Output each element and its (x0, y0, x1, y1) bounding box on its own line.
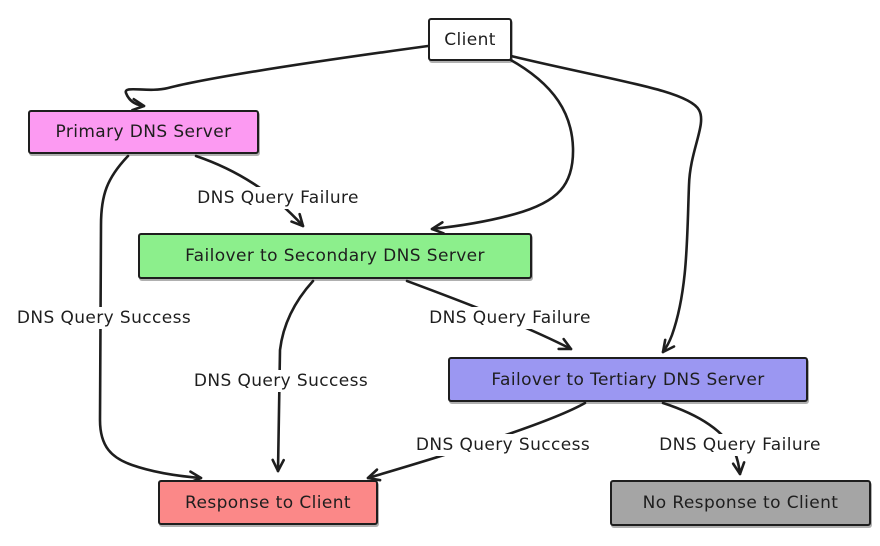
node-response-label: Response to Client (185, 492, 351, 513)
edge-label-secondary-to-response-success: DNS Query Success (188, 370, 374, 392)
node-primary-dns-server: Primary DNS Server (28, 110, 259, 154)
edge-label-tertiary-to-response-success: DNS Query Success (410, 434, 596, 456)
edge-label-primary-to-secondary-failure: DNS Query Failure (192, 187, 364, 209)
edge-label-tertiary-to-no-response-failure: DNS Query Failure (654, 434, 826, 456)
edge-primary-to-secondary (194, 154, 305, 228)
edge-client-to-primary (124, 44, 430, 112)
node-no-response-to-client: No Response to Client (610, 480, 871, 526)
node-failover-secondary-dns-server: Failover to Secondary DNS Server (138, 233, 532, 279)
edge-primary-to-response (98, 154, 203, 484)
edge-label-primary-to-response-success: DNS Query Success (11, 307, 197, 329)
node-tertiary-label: Failover to Tertiary DNS Server (491, 369, 765, 390)
node-secondary-label: Failover to Secondary DNS Server (185, 246, 485, 266)
node-client: Client (428, 18, 512, 61)
node-no-response-label: No Response to Client (642, 493, 839, 513)
node-client-label: Client (444, 29, 496, 50)
edge-client-to-tertiary (509, 54, 703, 354)
node-failover-tertiary-dns-server: Failover to Tertiary DNS Server (448, 357, 808, 402)
edge-secondary-to-response (271, 279, 315, 473)
edge-label-secondary-to-tertiary-failure: DNS Query Failure (424, 307, 596, 329)
edge-client-to-secondary (430, 57, 575, 235)
node-primary-label: Primary DNS Server (55, 122, 232, 142)
node-response-to-client: Response to Client (158, 480, 378, 525)
